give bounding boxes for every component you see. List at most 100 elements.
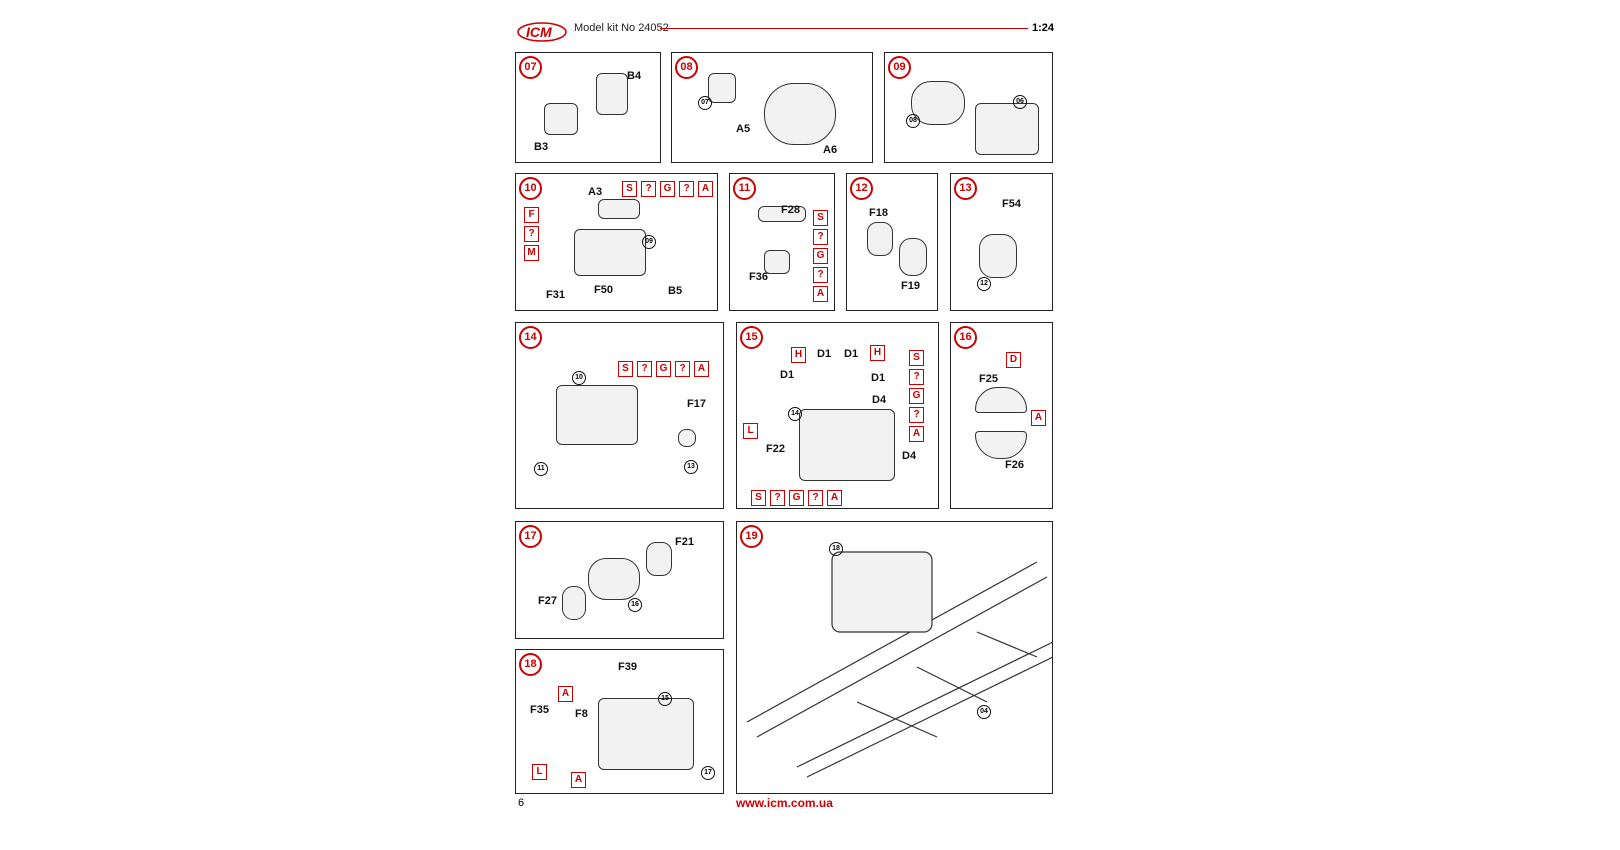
part — [975, 387, 1027, 413]
step-number: 12 — [850, 177, 873, 200]
paint-code[interactable]: S — [618, 361, 633, 377]
ref-circle: 06 — [1013, 95, 1027, 109]
step-18: 18 F39 15 A F35 F8 L A 17 — [515, 649, 724, 794]
part — [574, 229, 646, 276]
ref-circle: 10 — [572, 371, 586, 385]
step-10: 10 A3 S ? G ? A F ? M 09 F31 F50 B5 — [515, 173, 718, 311]
part — [899, 238, 927, 276]
part-label: F36 — [749, 271, 768, 283]
part-label: D4 — [902, 450, 917, 462]
paint-code[interactable]: G — [660, 181, 675, 197]
paint-code[interactable]: S — [751, 490, 766, 506]
chassis-frame-drawing — [746, 551, 1054, 778]
paint-code[interactable]: D — [1006, 352, 1021, 368]
paint-code[interactable]: A — [909, 426, 924, 442]
paint-code[interactable]: A — [558, 686, 573, 702]
part-label: B3 — [534, 141, 549, 153]
paint-code[interactable]: ? — [524, 226, 539, 242]
paint-code[interactable]: G — [789, 490, 804, 506]
part-label: F17 — [687, 398, 706, 410]
paint-code[interactable]: G — [909, 388, 924, 404]
paint-code[interactable]: H — [791, 347, 806, 363]
part-label: F19 — [901, 280, 920, 292]
step-number: 10 — [519, 177, 542, 200]
part — [646, 542, 672, 576]
part-label: F18 — [869, 207, 888, 219]
paint-code[interactable]: A — [827, 490, 842, 506]
paint-code[interactable]: ? — [641, 181, 656, 197]
part — [544, 103, 578, 135]
paint-code[interactable]: ? — [813, 267, 828, 283]
ref-circle: 16 — [628, 598, 642, 612]
paint-code[interactable]: F — [524, 207, 539, 223]
step-11: 11 F28 F36 S ? G ? A — [729, 173, 835, 311]
part-label: F54 — [1002, 198, 1021, 210]
paint-code[interactable]: S — [813, 210, 828, 226]
step-09: 09 06 08 — [884, 52, 1053, 163]
step-number: 17 — [519, 525, 542, 548]
paint-code[interactable]: A — [1031, 410, 1046, 426]
part — [764, 83, 836, 145]
paint-code[interactable]: G — [656, 361, 671, 377]
part-label: B5 — [668, 285, 683, 297]
paint-code[interactable]: S — [909, 350, 924, 366]
website-link[interactable]: www.icm.com.ua — [736, 796, 833, 810]
paint-code[interactable]: L — [743, 423, 758, 439]
part-label: F22 — [766, 443, 785, 455]
step-number: 08 — [675, 56, 698, 79]
paint-code[interactable]: H — [870, 345, 885, 361]
paint-code[interactable]: ? — [909, 369, 924, 385]
part — [975, 431, 1027, 459]
step-12: 12 F18 F19 — [846, 173, 938, 311]
paint-code[interactable]: ? — [770, 490, 785, 506]
ref-circle: 18 — [829, 542, 843, 556]
ref-circle: 11 — [534, 462, 548, 476]
part-label: F50 — [594, 284, 613, 296]
paint-code[interactable]: ? — [813, 229, 828, 245]
paint-code[interactable]: S — [622, 181, 637, 197]
ref-circle: 04 — [977, 705, 991, 719]
ref-circle: 13 — [684, 460, 698, 474]
paint-code[interactable]: ? — [679, 181, 694, 197]
part — [758, 206, 806, 222]
step-number: 19 — [740, 525, 763, 548]
paint-code[interactable]: ? — [637, 361, 652, 377]
paint-code[interactable]: G — [813, 248, 828, 264]
page-number: 6 — [518, 797, 525, 809]
part — [708, 73, 736, 103]
paint-code[interactable]: A — [694, 361, 709, 377]
paint-code[interactable]: ? — [909, 407, 924, 423]
ref-circle: 15 — [658, 692, 672, 706]
part-label: A5 — [736, 123, 751, 135]
paint-code[interactable]: A — [698, 181, 713, 197]
step-number: 13 — [954, 177, 977, 200]
part — [556, 385, 638, 445]
part-label: D1 — [817, 348, 832, 360]
paint-code[interactable]: A — [813, 286, 828, 302]
part — [596, 73, 628, 115]
part-label: F28 — [781, 204, 800, 216]
paint-code[interactable]: M — [524, 245, 539, 261]
step-number: 16 — [954, 326, 977, 349]
paint-code[interactable]: ? — [808, 490, 823, 506]
part — [799, 409, 895, 481]
part — [867, 222, 893, 256]
ref-circle: 09 — [642, 235, 656, 249]
part-label: F31 — [546, 289, 565, 301]
step-number: 15 — [740, 326, 763, 349]
paint-code[interactable]: ? — [675, 361, 690, 377]
step-number: 09 — [888, 56, 911, 79]
kit-number: Model kit No 24052 — [574, 22, 669, 34]
paint-code[interactable]: A — [571, 772, 586, 788]
part — [979, 234, 1017, 278]
part-label: F39 — [618, 661, 637, 673]
part-label: D4 — [872, 394, 887, 406]
part-label: D1 — [844, 348, 859, 360]
step-15: 15 H D1 D1 H D1 D1 D4 D4 14 L F22 S ? G … — [736, 322, 939, 509]
part-label: F35 — [530, 704, 549, 716]
paint-code[interactable]: L — [532, 764, 547, 780]
step-17: 17 F21 F27 16 — [515, 521, 724, 639]
part — [588, 558, 640, 600]
step-16: 16 D F25 A F26 — [950, 322, 1053, 509]
ref-circle: 08 — [906, 114, 920, 128]
